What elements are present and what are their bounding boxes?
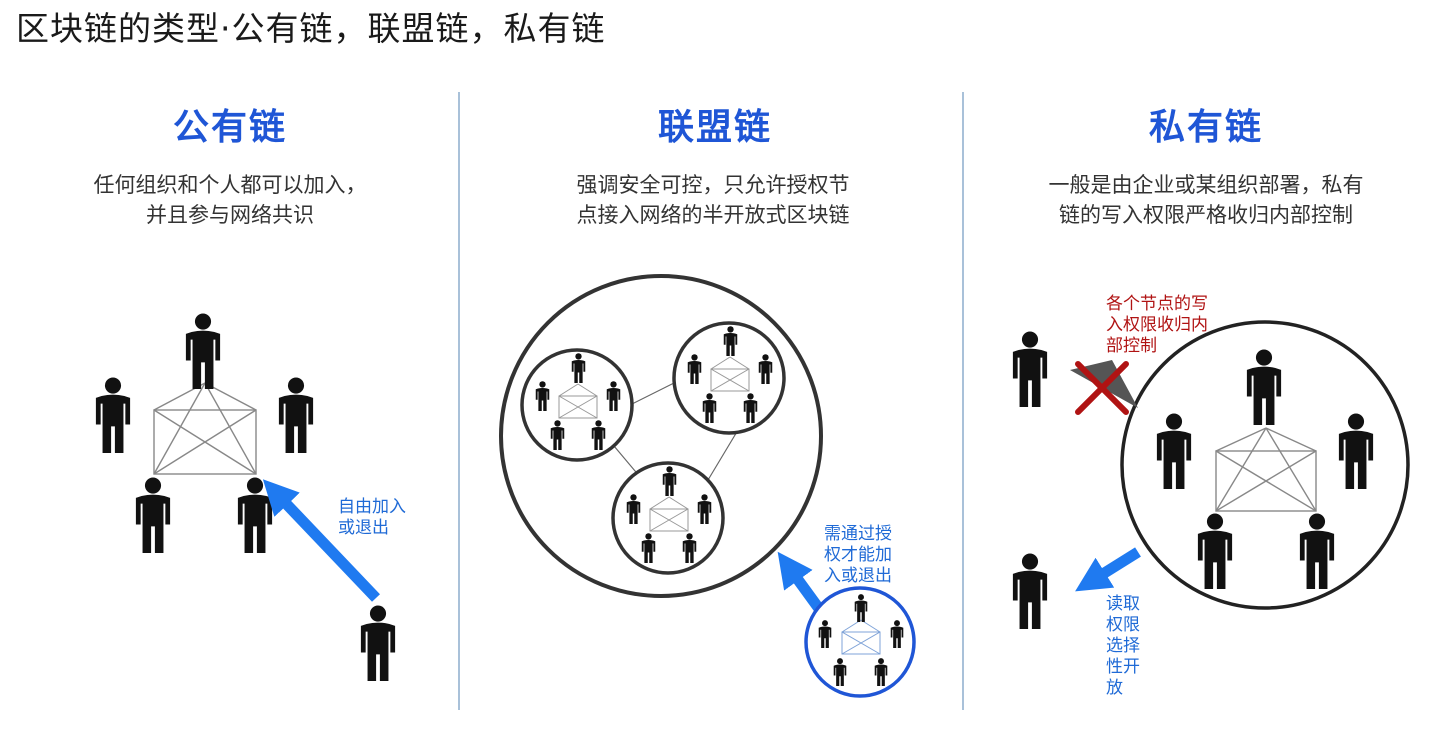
consortium-desc-line-2: 点接入网络的半开放式区块链 — [576, 203, 850, 227]
private-read-note: 读取 权限 选择 性开 放 — [1106, 594, 1140, 699]
consortium-chain-description: 强调安全可控，只允许授权节 点接入网络的半开放式区块链 — [503, 170, 923, 230]
public-join-note: 自由加入 或退出 — [338, 497, 406, 539]
person-icon — [278, 377, 314, 453]
person-icon — [1012, 331, 1048, 407]
arrow-icon — [262, 479, 380, 602]
person-icon — [237, 477, 273, 553]
column-divider-left — [458, 92, 460, 710]
consortium-subnet-2 — [672, 321, 786, 435]
column-divider-right — [962, 92, 964, 710]
public-desc-line-2: 并且参与网络共识 — [146, 203, 314, 227]
consortium-subnet-3 — [611, 461, 725, 575]
person-icon — [1299, 513, 1335, 589]
public-desc-line-1: 任何组织和个人都可以加入， — [93, 173, 367, 197]
public-chain-network — [95, 313, 396, 681]
consortium-chain-title: 联盟链 — [657, 107, 772, 148]
page-title: 区块链的类型·公有链，联盟链，私有链 — [16, 9, 606, 48]
public-chain-description: 任何组织和个人都可以加入， 并且参与网络共识 — [20, 170, 440, 230]
person-icon — [1012, 553, 1048, 629]
applicant-subnet — [804, 586, 916, 698]
network-mesh-icon — [1215, 427, 1317, 512]
private-read-line-4: 性开 — [1106, 657, 1140, 677]
person-icon — [135, 477, 171, 553]
consortium-note-line-3: 入或退出 — [824, 566, 892, 586]
public-note-line-2: 或退出 — [338, 518, 389, 538]
person-icon — [95, 377, 131, 453]
private-desc-line-2: 链的写入权限严格收归内部控制 — [1059, 203, 1353, 227]
consortium-desc-line-1: 强调安全可控，只允许授权节 — [576, 173, 850, 197]
person-icon — [360, 605, 396, 681]
private-read-line-3: 选择 — [1106, 636, 1140, 656]
network-mesh-icon — [153, 382, 257, 475]
private-chain-description: 一般是由企业或某组织部署，私有 链的写入权限严格收归内部控制 — [996, 170, 1416, 230]
person-icon — [1197, 513, 1233, 589]
consortium-note-line-2: 权才能加 — [824, 545, 892, 565]
arrow-icon — [1075, 547, 1141, 592]
private-write-note: 各个节点的写 入权限收归内 部控制 — [1106, 294, 1208, 357]
consortium-join-note: 需通过授 权才能加 入或退出 — [824, 524, 892, 587]
consortium-note-line-1: 需通过授 — [824, 524, 892, 544]
consortium-chain-network — [499, 274, 916, 698]
private-write-line-3: 部控制 — [1106, 336, 1157, 356]
public-chain-title: 公有链 — [172, 107, 287, 148]
private-write-line-2: 入权限收归内 — [1106, 315, 1208, 335]
private-read-line-1: 读取 — [1106, 594, 1140, 614]
person-icon — [185, 313, 221, 389]
person-icon — [1156, 413, 1192, 489]
private-desc-line-1: 一般是由企业或某组织部署，私有 — [1048, 173, 1364, 197]
person-icon — [1338, 413, 1374, 489]
private-chain-network — [1012, 320, 1410, 629]
consortium-boundary — [499, 274, 823, 598]
person-icon — [1246, 349, 1282, 425]
private-chain-title: 私有链 — [1148, 107, 1263, 148]
private-boundary — [1120, 320, 1410, 610]
private-write-line-1: 各个节点的写 — [1106, 294, 1208, 314]
arrow-icon — [777, 551, 825, 614]
private-read-line-2: 权限 — [1106, 615, 1140, 635]
public-note-line-1: 自由加入 — [338, 497, 406, 517]
cross-mark-icon — [1075, 361, 1129, 415]
consortium-subnet-1 — [520, 348, 634, 462]
private-read-line-5: 放 — [1106, 678, 1123, 698]
